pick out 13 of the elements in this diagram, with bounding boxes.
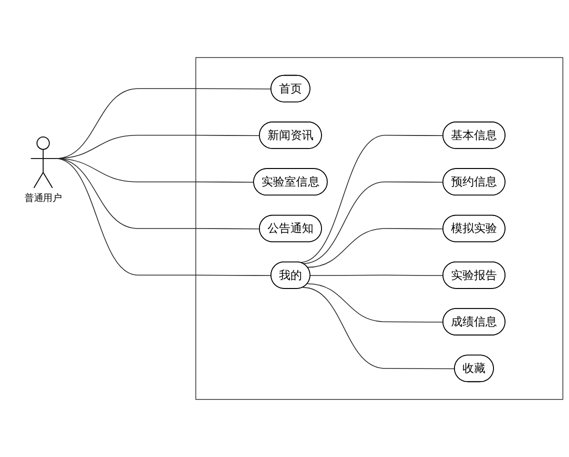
connector — [55, 158, 260, 230]
connector — [55, 158, 254, 183]
connector — [299, 134, 444, 263]
connector — [55, 134, 260, 159]
node-text: 普通用户 — [24, 192, 62, 204]
connector — [302, 181, 444, 264]
connector — [310, 274, 444, 276]
connector — [55, 88, 272, 159]
connector — [55, 158, 272, 276]
connector — [307, 283, 444, 323]
connector — [302, 287, 456, 370]
cluster — [195, 57, 564, 400]
connector — [307, 228, 444, 268]
